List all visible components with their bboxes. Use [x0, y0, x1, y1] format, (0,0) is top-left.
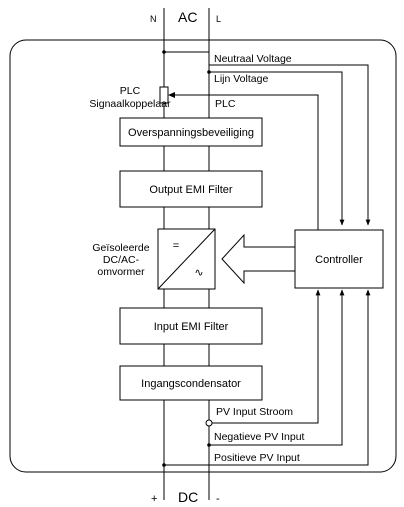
neutral-voltage-label: Neutraal Voltage [214, 53, 292, 65]
dc-title: DC [178, 489, 198, 505]
neutral-voltage-wire [164, 51, 371, 226]
controller-label: Controller [315, 254, 363, 266]
surge-protection-block [119, 117, 263, 147]
plc-coupler-label-1: PLC [120, 85, 141, 97]
converter-label-2: DC/AC- [103, 254, 140, 266]
pv-input-current-label: PV Input Stroom [216, 406, 293, 418]
enclosure-border [9, 39, 397, 473]
negative-pv-input-label: Negatieve PV Input [214, 431, 305, 443]
input-emi-filter-label: Input EMI Filter [154, 321, 229, 333]
controller-block [294, 229, 384, 289]
plc-wire [170, 94, 319, 231]
plc-label: PLC [215, 98, 236, 110]
positive-pv-input-label: Positieve PV Input [214, 452, 300, 464]
line-voltage-wire [209, 71, 345, 226]
plc-arrowhead [168, 92, 175, 98]
positive-pv-input-wire [164, 289, 371, 466]
line-voltage-label: Lijn Voltage [214, 73, 268, 85]
input-emi-filter-block [119, 307, 263, 345]
dc-minus-label: - [216, 493, 220, 505]
converter-dc-symbol: = [173, 240, 179, 252]
plc-coupler-symbol [159, 86, 169, 104]
converter-diagonal [157, 228, 216, 290]
converter-ac-symbol: ∿ [194, 267, 203, 279]
output-emi-filter-label: Output EMI Filter [149, 184, 232, 196]
output-emi-filter-block [119, 170, 263, 208]
dc-plus-label: + [151, 493, 157, 505]
surge-protection-label: Overspanningsbeveiliging [128, 127, 254, 139]
ac-l-label: L [216, 14, 221, 24]
input-capacitor-block [119, 365, 263, 401]
input-capacitor-label: Ingangscondensator [141, 378, 241, 390]
plc-coupler-label-2: Signaalkoppelaar [89, 98, 171, 110]
ac-n-label: N [150, 14, 157, 24]
control-arrow [221, 233, 296, 285]
current-sensor-symbol [205, 419, 213, 427]
ac-title: AC [178, 9, 197, 25]
converter-label-1: Geïsoleerde [92, 242, 149, 254]
converter-label-3: omvormer [97, 266, 145, 278]
negative-pv-input-wire [209, 289, 345, 446]
pv-input-current-wire [212, 289, 321, 424]
